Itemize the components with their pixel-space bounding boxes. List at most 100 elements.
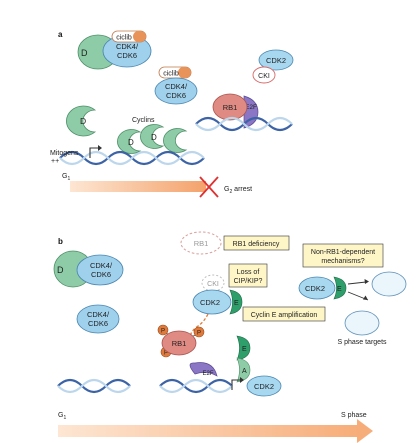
phospho-circle-1	[157, 324, 169, 336]
free-cyclin-d-label: D	[80, 116, 86, 126]
cdk46-cyclin-d-complex-b: D CDK4/ CDK6	[53, 250, 124, 288]
cyclin-d-crescent	[66, 105, 97, 137]
s-phase-targets-label: S phase targets	[337, 339, 387, 346]
rb1-e2f-complex: E2F RB1	[212, 93, 259, 129]
e2f-shape-b	[189, 362, 218, 377]
cdk2-right-shape	[298, 276, 336, 300]
cdk2-shape-b	[192, 289, 232, 315]
cdk46-b1-label-line1: CDK4/	[90, 261, 113, 270]
cyclin-e-stack-label: E	[242, 346, 247, 353]
rb1-label-b: RB1	[172, 339, 187, 348]
non-rb1-box	[302, 243, 384, 268]
arrow-to-target-2	[347, 281, 367, 285]
phospho-circle-2	[193, 326, 205, 338]
cdk46-shape-b2	[76, 304, 120, 334]
cdk46-b1-label-line2: CDK6	[91, 270, 111, 279]
loss-cip-kip-line2: CIP/KIP?	[234, 278, 263, 285]
g1-arrow-a	[70, 181, 206, 192]
cdk2-cyclin-e-complex: CDK2 E	[192, 289, 243, 315]
cdk2-shape	[258, 49, 294, 71]
cyclin-d-label-b: D	[57, 265, 64, 275]
s-phase-target-1	[371, 271, 407, 297]
cki-shape	[252, 66, 276, 84]
cki-label: CKI	[258, 73, 270, 80]
cyclin-e-right-shape	[333, 276, 347, 300]
g1-label-a: G1	[62, 173, 70, 182]
promoter-arrowhead-a	[98, 145, 102, 151]
s-phase-label: S phase	[341, 412, 367, 419]
cdk2-label-b: CDK2	[200, 298, 220, 307]
cyclin-d-cluster: D D	[117, 124, 188, 154]
ciclib-pill-fill	[133, 31, 146, 42]
rb1-deficient-label: RB1	[194, 239, 209, 248]
loss-cip-kip-line1: Loss of	[237, 269, 260, 276]
arrowhead-target-1	[363, 295, 368, 300]
cdk2-cyclin-e-right: CDK2 E	[298, 276, 347, 300]
phospho-label-1: P	[161, 329, 165, 335]
s-phase-target-2	[344, 310, 380, 336]
rb1-label: RB1	[223, 103, 238, 112]
cyclin-a-stack-shape	[236, 357, 251, 383]
dna-helix-a-left	[59, 150, 205, 166]
cyclin-e-amplification-label: Cyclin E amplification	[251, 312, 318, 319]
cdk46-b2-label-line2: CDK6	[88, 319, 108, 328]
panel-a-label: a	[58, 30, 63, 39]
rb1-deficiency-label: RB1 deficiency	[233, 241, 280, 248]
dna-helix-b-mid	[159, 378, 233, 394]
mitogens-plus: ++	[51, 158, 59, 165]
e2f-label: E2F	[245, 104, 257, 111]
cdk46-shape-b1	[76, 254, 124, 286]
cdk46-2-label-line2: CDK6	[166, 91, 186, 100]
cyclin-a-stack-label: A	[242, 368, 247, 375]
cyclin-e-right-label: E	[337, 286, 342, 293]
e-a-cdk2-stack: E A CDK2	[236, 335, 282, 397]
g2-arrest-label: G2 arrest	[224, 186, 252, 195]
cdk46-2-label-line1: CDK4/	[165, 82, 188, 91]
arrest-cross-icon	[199, 176, 219, 198]
cdk2-stack-label: CDK2	[254, 382, 274, 391]
e2f-label-b: E2F	[202, 371, 213, 377]
cdk46-label-line2: CDK6	[117, 51, 137, 60]
cki-ghost-shape	[201, 274, 225, 292]
cdk2-cki-complex: CDK2 CKI	[252, 49, 294, 84]
cdk2-label: CDK2	[266, 56, 286, 65]
rb1-deficiency-box	[223, 235, 290, 251]
e2f-bound: E2F	[189, 362, 218, 377]
cyclin-e-stack-shape	[236, 335, 251, 361]
ciclib-label: ciclib	[116, 35, 132, 42]
cyclin-d-crescent-3	[140, 124, 165, 149]
cdk46-b2-label-line1: CDK4/	[87, 310, 110, 319]
promoter-arrow-a	[89, 147, 100, 158]
cdk46-shape-2	[154, 77, 198, 105]
phosphorylation-link	[189, 313, 209, 337]
cyclin-d-crescent-4	[163, 128, 188, 153]
g1-s-phase-arrowhead	[357, 419, 373, 443]
rb1-shape	[212, 93, 248, 121]
cyclin-d-2-label: D	[128, 138, 134, 147]
promoter-arrow-b	[231, 379, 242, 390]
cyclin-e-amplification-box	[242, 306, 326, 322]
cdk2-right-label: CDK2	[305, 284, 325, 293]
cyclin-e-label: E	[234, 300, 239, 307]
cdk2-stack-shape	[246, 375, 282, 397]
g1-arrow-a-bar	[70, 181, 206, 192]
cyclin-d-label: D	[81, 48, 88, 58]
cdk46-cyclin-d-complex-1: D CDK4/ CDK6 ciclib	[77, 30, 152, 70]
dna-helix-b-left	[57, 378, 131, 394]
cki-ghost-label: CKI	[207, 281, 219, 288]
dna-helix-a-right	[195, 116, 293, 132]
cdk46-label-line1: CDK4/	[116, 42, 139, 51]
rb1-shape-b	[161, 330, 197, 356]
phospho-label-2: P	[197, 331, 201, 337]
ciclib-label-2: ciclib	[163, 71, 179, 78]
arrowhead-target-2	[364, 279, 369, 284]
promoter-arrowhead-b	[240, 377, 244, 383]
cyclin-d-crescent-2	[117, 129, 142, 154]
rb1-deficient-shape	[180, 231, 222, 255]
g1-label-b: G1	[58, 412, 66, 421]
cyclins-label: Cyclins	[132, 117, 155, 124]
ciclib-pill-2-fill	[178, 67, 191, 78]
cdk46-ciclib-complex: ciclib CDK4/ CDK6	[154, 66, 198, 105]
loss-cip-kip-box	[228, 263, 268, 288]
